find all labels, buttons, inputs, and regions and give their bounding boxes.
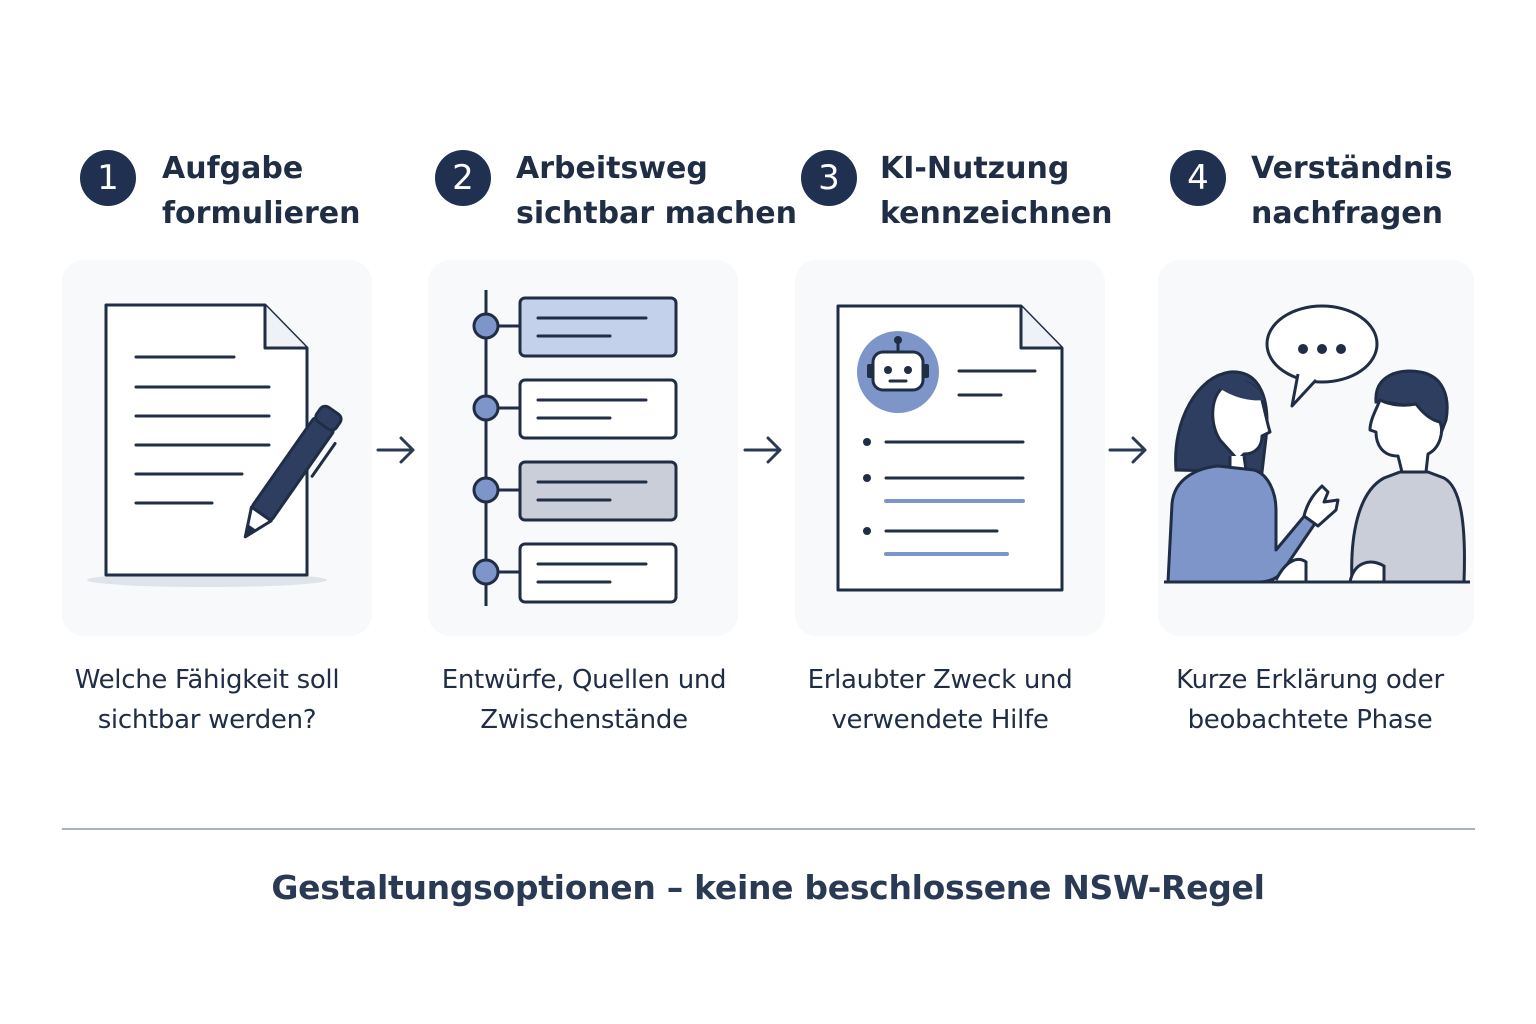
step-title-1: Aufgabe formulieren — [162, 151, 361, 231]
step-number-badge-3: 3 — [801, 150, 857, 206]
arrow-right-icon — [743, 436, 782, 464]
step-card-2 — [428, 260, 738, 636]
step-caption-3: Erlaubter Zweck und verwendete Hilfe — [807, 665, 1073, 735]
speech-bubble-icon — [1265, 304, 1379, 408]
timeline-icon — [472, 290, 678, 606]
step-title-4: Verständnis nachfragen — [1251, 151, 1453, 231]
arrow-right-icon — [376, 436, 415, 464]
step-caption-4: Kurze Erklärung oder beobachtete Phase — [1176, 665, 1444, 735]
step-number-badge-4: 4 — [1170, 150, 1226, 206]
man-figure — [1348, 369, 1466, 584]
step-title-3: KI-Nutzung kennzeichnen — [880, 151, 1113, 231]
step-caption-2: Entwürfe, Quellen und Zwischenstände — [441, 665, 727, 735]
step-number-badge-2: 2 — [435, 150, 491, 206]
step-card-1 — [62, 260, 372, 636]
step-card-3 — [795, 260, 1105, 636]
robot-document-icon — [836, 304, 1064, 592]
step-card-4 — [1158, 260, 1474, 636]
divider-line — [62, 828, 1475, 830]
step-caption-1: Welche Fähigkeit soll sichtbar werden? — [74, 665, 340, 735]
step-title-2: Arbeitsweg sichtbar machen — [516, 151, 797, 231]
document-pen-icon — [87, 303, 343, 587]
woman-figure — [1166, 370, 1340, 584]
footer-note: Gestaltungsoptionen – keine beschlossene… — [271, 868, 1265, 907]
conversation-icon — [1164, 304, 1470, 584]
step-number-badge-1: 1 — [80, 150, 136, 206]
robot-icon — [857, 331, 939, 413]
arrow-right-icon — [1108, 436, 1147, 464]
